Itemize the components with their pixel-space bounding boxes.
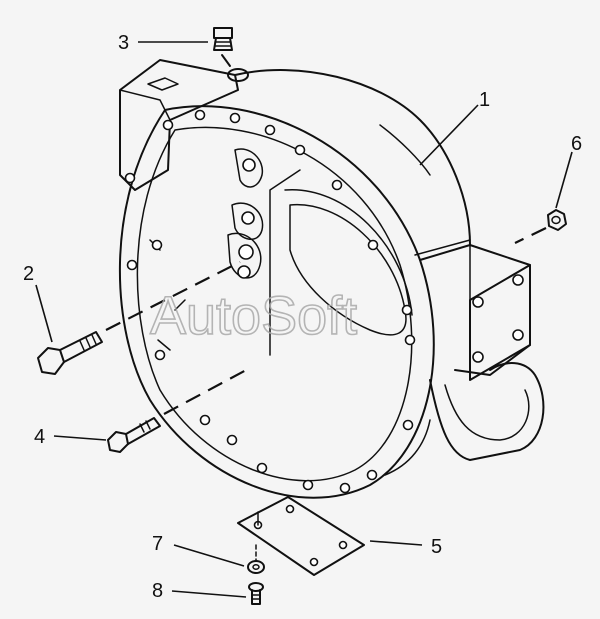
callout-6: 6 — [571, 133, 582, 155]
nut-part-6 — [514, 209, 567, 244]
flywheel-housing — [119, 59, 545, 499]
callout-4: 4 — [34, 426, 45, 448]
callout-8: 8 — [152, 580, 163, 602]
watermark-text: AutoSoft — [150, 286, 357, 346]
bolt-part-2 — [37, 261, 241, 375]
callout-5: 5 — [431, 536, 442, 558]
drain-plug-part-3 — [213, 27, 249, 82]
callout-2: 2 — [23, 263, 34, 285]
washer-part-7 — [247, 544, 265, 574]
callout-1: 1 — [479, 89, 490, 111]
screw-part-8 — [248, 582, 264, 605]
bolt-part-4 — [107, 367, 251, 453]
callout-7: 7 — [152, 533, 163, 555]
leader-lines — [35, 41, 573, 598]
callout-3: 3 — [118, 32, 129, 54]
cover-plate-part-5 — [237, 496, 365, 576]
